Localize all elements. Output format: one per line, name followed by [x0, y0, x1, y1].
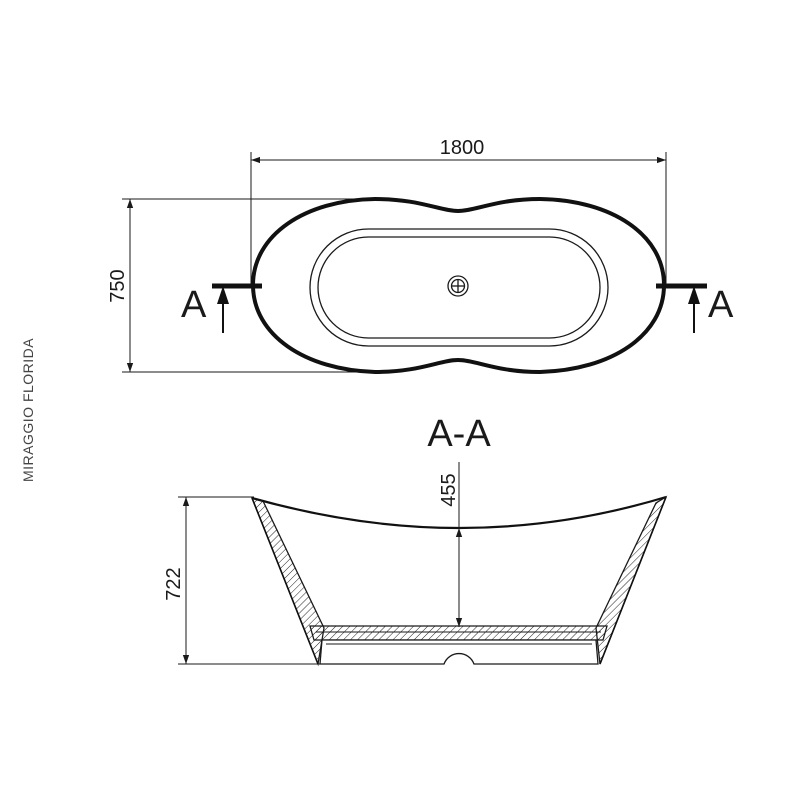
- section-letter-left: A: [181, 284, 207, 326]
- section-marker-right: A: [656, 283, 734, 333]
- inner-depth-dimension-label: 455: [438, 473, 460, 506]
- floor-slab-section: [309, 625, 608, 641]
- section-marker-left: A: [181, 283, 262, 333]
- section-title: A-A: [427, 413, 491, 455]
- width-dimension-label: 1800: [440, 137, 485, 159]
- depth-dimension-label: 750: [107, 269, 129, 302]
- section-letter-right: A: [708, 284, 734, 326]
- product-label: MIRAGGIO FLORIDA: [20, 338, 36, 482]
- left-outer-wall: [251, 497, 319, 665]
- height-dimension-label: 722: [163, 567, 185, 600]
- top-view: 1800 750 A A: [107, 137, 734, 375]
- right-outer-wall: [599, 496, 667, 665]
- tub-basin-edge: [317, 236, 601, 339]
- drain-icon: [447, 275, 469, 297]
- base-plinth: [319, 639, 599, 665]
- tub-inner-rim: [309, 228, 609, 347]
- section-view: A-A 722 455: [163, 413, 668, 667]
